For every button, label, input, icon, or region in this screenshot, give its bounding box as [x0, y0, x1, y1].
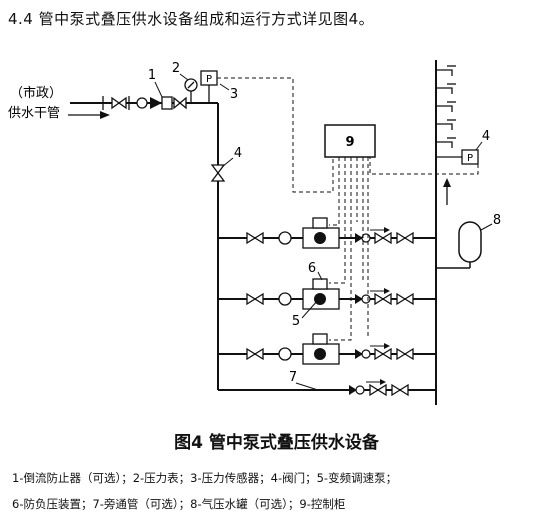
- figure-caption: 图4 管中泵式叠压供水设备: [174, 433, 379, 453]
- callout-labels: 1 2 3 4 4 5 6 7 8: [148, 61, 501, 385]
- pressure-tank: [436, 221, 482, 269]
- callout-4-riser: 4: [234, 146, 242, 161]
- supply-label-line1: （市政）: [10, 85, 62, 101]
- pressure-sensor-inlet: P: [200, 70, 218, 103]
- supply-main-label: （市政） 供水干管: [8, 85, 62, 121]
- callout-5: 5: [292, 314, 300, 329]
- outlet-taps: [436, 65, 456, 148]
- supply-label-line2: 供水干管: [8, 106, 60, 121]
- outlet-riser: [435, 60, 451, 405]
- callout-2: 2: [172, 61, 180, 76]
- flow-arrow-inlet: [68, 111, 110, 119]
- legend-line-2: 6-防负压装置；7-旁通管（可选）；8-气压水罐（可选）；9-控制柜: [12, 497, 346, 511]
- inlet-valve: [173, 96, 187, 110]
- pump-row-1: [218, 217, 436, 249]
- inlet-fittings: [102, 96, 148, 110]
- riser-valve: [210, 164, 226, 182]
- legend-line-1: 1-倒流防止器（可选）；2-压力表；3-压力传感器；4-阀门；5-变频调速泵；: [12, 471, 398, 485]
- control-cabinet: 9: [324, 124, 376, 158]
- callout-leaders: [154, 73, 493, 391]
- section-heading: 4.4 管中泵式叠压供水设备组成和运行方式详见图4。: [8, 10, 375, 28]
- pump-row-2: [218, 278, 436, 310]
- callout-7: 7: [289, 370, 297, 385]
- callout-3: 3: [230, 87, 238, 102]
- supply-inlet-pipe: [70, 102, 219, 390]
- pressure-sensor-outlet: P: [436, 149, 479, 165]
- bypass-pipe: [218, 379, 436, 396]
- signal-lines: [217, 77, 479, 341]
- pump-row-3: [218, 333, 436, 365]
- callout-4-outlet: 4: [482, 129, 490, 144]
- backflow-preventer: [150, 96, 173, 110]
- pressure-gauge: [184, 78, 198, 103]
- callout-6: 6: [308, 261, 316, 276]
- sensor-label-p: P: [206, 74, 212, 85]
- control-cabinet-label: 9: [345, 135, 354, 150]
- callout-8: 8: [493, 213, 501, 228]
- sensor-label-p-outlet: P: [467, 153, 473, 164]
- callout-1: 1: [148, 68, 156, 83]
